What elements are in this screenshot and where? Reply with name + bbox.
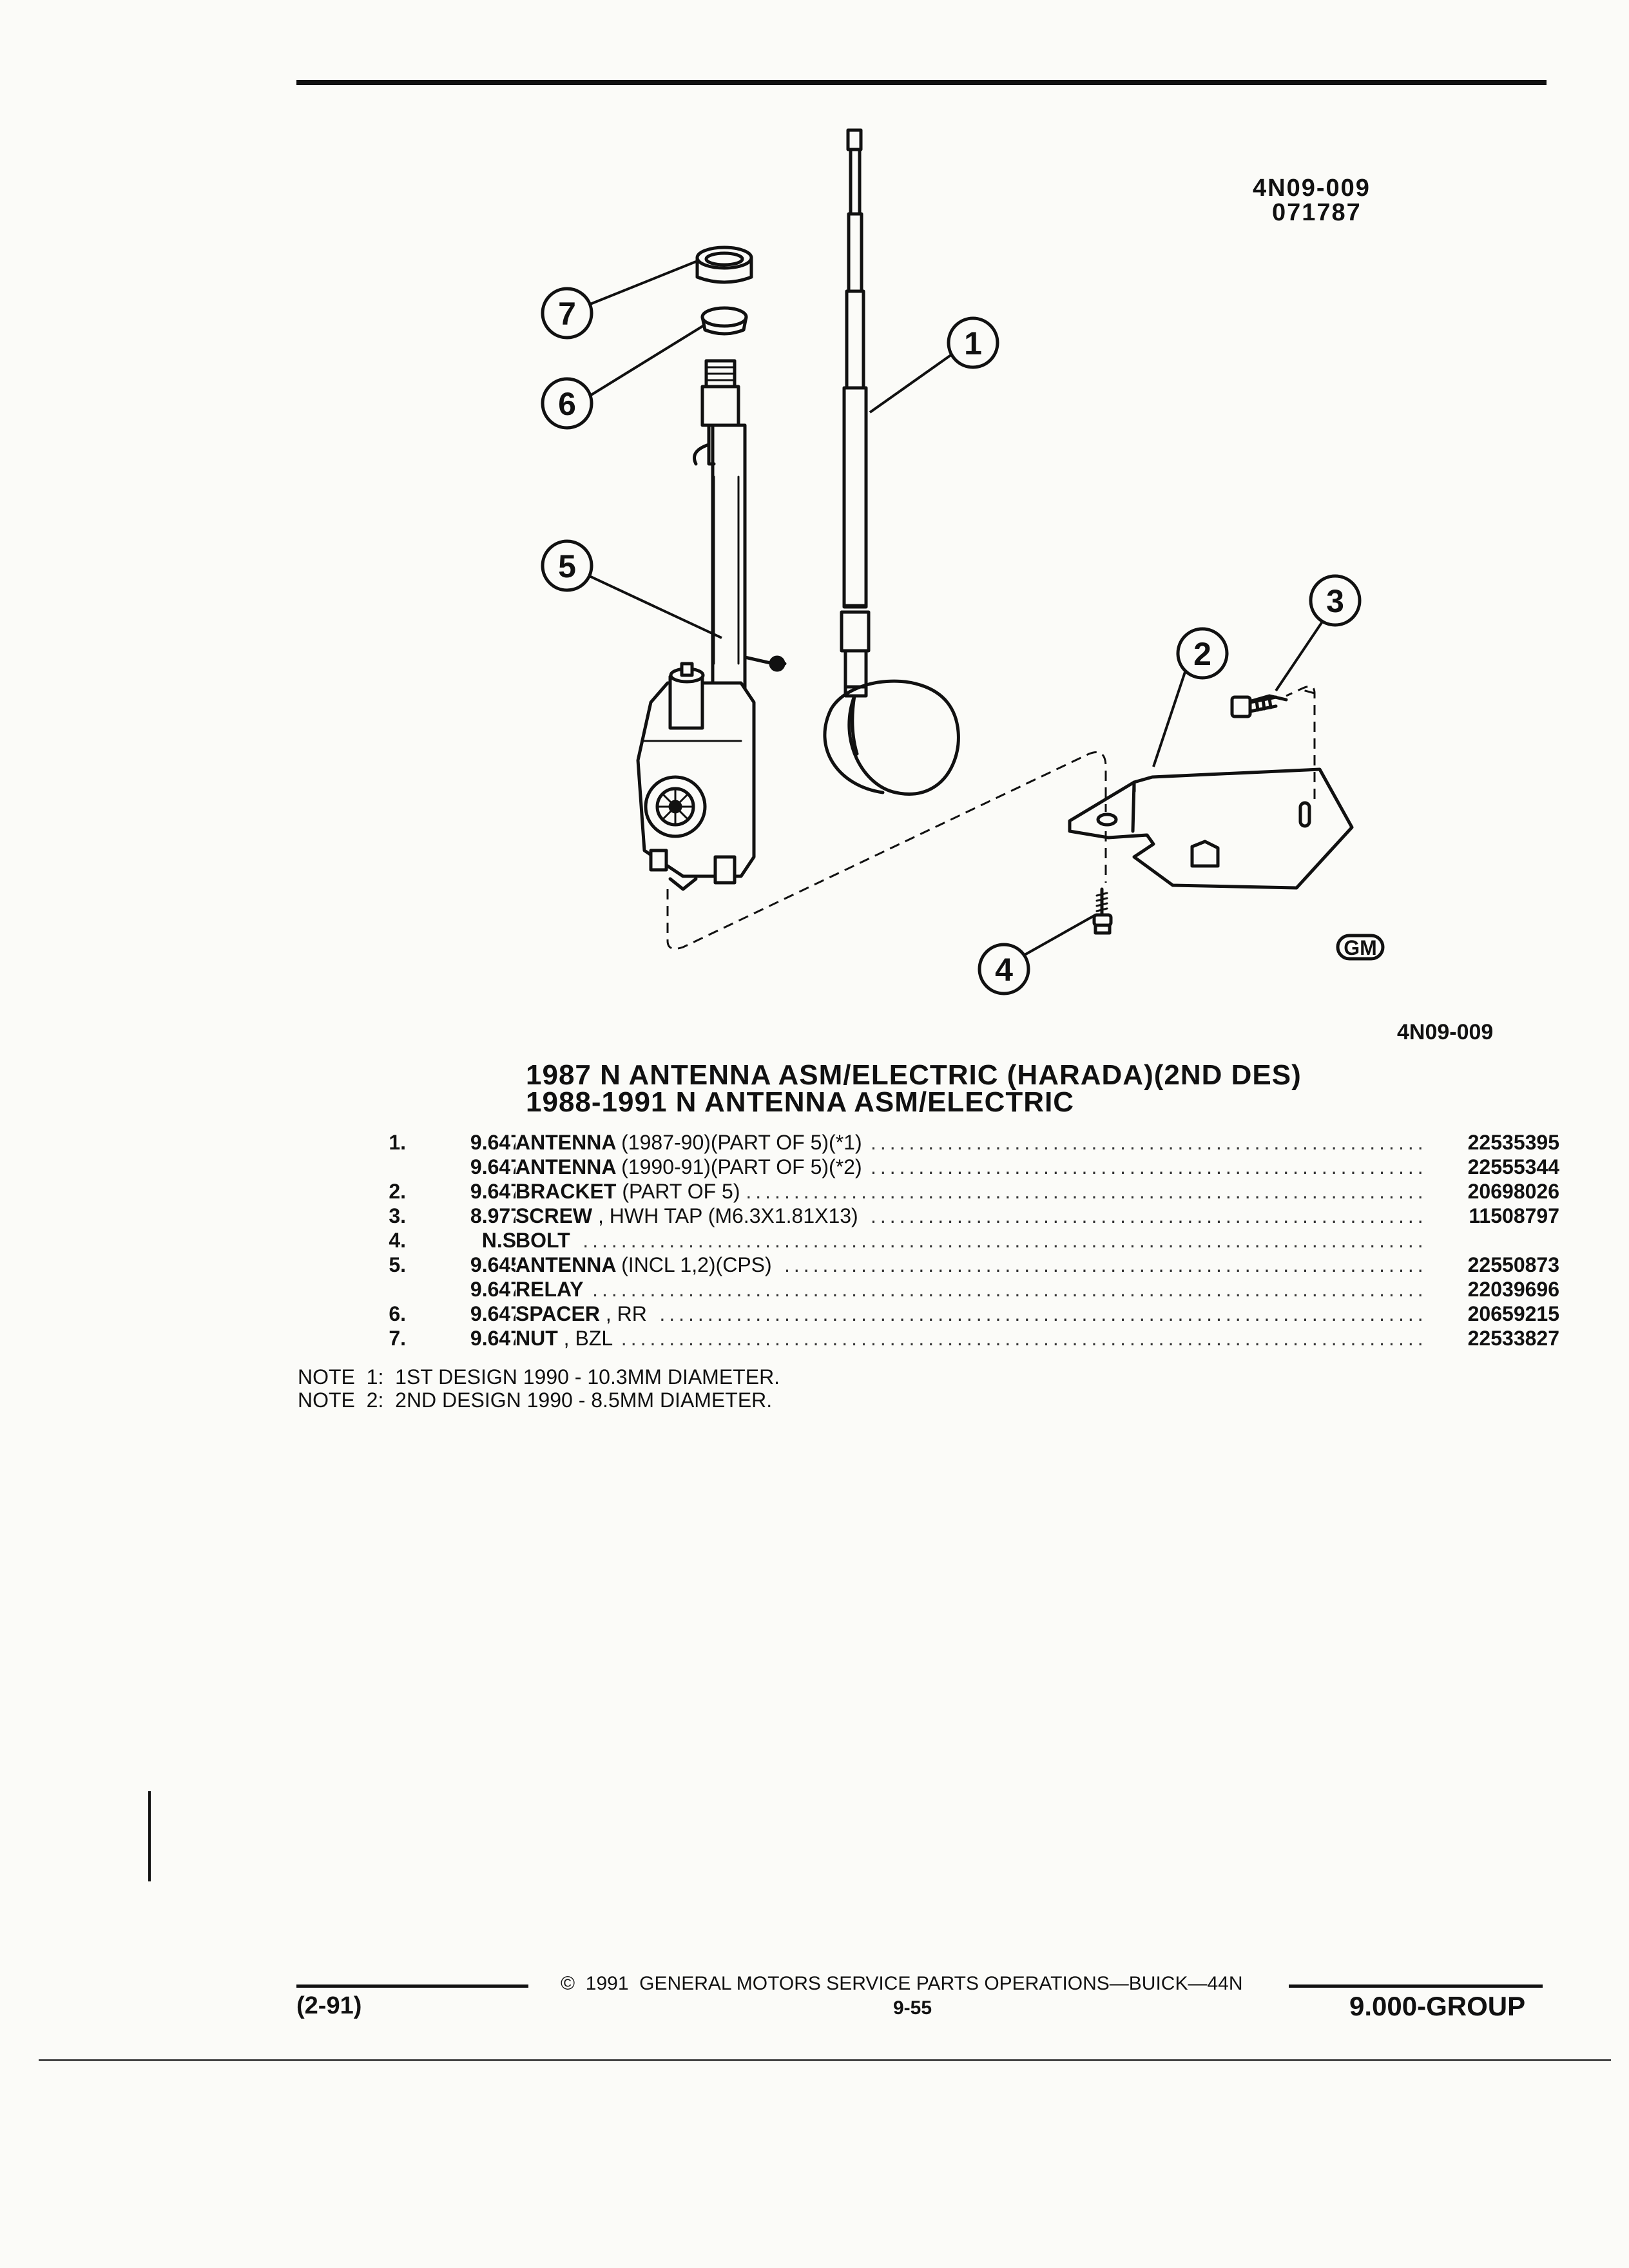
part-qualifier: , HWH TAP (M6.3X1.81X13) [598,1204,858,1227]
part-name: ANTENNA [516,1131,616,1154]
part-name: SPACER [516,1302,600,1325]
part-qualifier: , RR [605,1302,647,1325]
note-2: NOTE 2: 2ND DESIGN 1990 - 8.5MM DIAMETER… [298,1389,773,1412]
leader-dots: ........................................… [516,1327,1424,1350]
svg-text:GM: GM [1344,936,1377,959]
part-description: BRACKET (PART OF 5) [516,1179,748,1204]
part-description: ANTENNA (INCL 1,2)(CPS) [516,1253,780,1277]
bolt-part-4 [1092,887,1113,935]
part-name: NUT [516,1327,558,1350]
bracket-part-2 [1068,767,1354,890]
callout-7: 7 [558,296,576,332]
group-number: 9.647 [470,1327,522,1350]
leader-dots: ........................................… [516,1302,1424,1325]
part-qualifier: , BZL [563,1327,613,1350]
parts-row: 5.9.645.................................… [361,1253,1559,1277]
part-name: SCREW [516,1204,593,1227]
figure-id: 4N09-009 [1397,1020,1494,1044]
part-number: 22039696 [1424,1277,1559,1302]
parts-row: 7. 9.647.................................… [361,1326,1559,1350]
title-line-1: 1987 N ANTENNA ASM/ELECTRIC (HARADA)(2ND… [526,1059,1302,1091]
group-number: 9.647 [470,1278,522,1301]
margin-mark [148,1791,151,1881]
gm-logo-icon: GM [1336,934,1385,961]
parts-row: 3.8.977.................................… [361,1204,1559,1228]
antenna-motor-assembly-part-5 [636,359,787,891]
callout-1: 1 [964,325,982,361]
parts-row: 6. 9.647.................................… [361,1302,1559,1326]
footer-rule-left [296,1984,528,1988]
note-1: NOTE 1: 1ST DESIGN 1990 - 10.3MM DIAMETE… [298,1365,780,1389]
part-description: SCREW , HWH TAP (M6.3X1.81X13) [516,1204,866,1228]
callout-2: 2 [1193,636,1211,672]
part-description: NUT , BZL [516,1326,621,1350]
part-number: 22535395 [1424,1130,1559,1155]
part-qualifier: (PART OF 5) [622,1180,740,1203]
part-name: ANTENNA [516,1155,616,1178]
parts-list: 1.9.647.................................… [361,1130,1559,1350]
item-number: 6. [389,1302,406,1325]
part-qualifier: (1990-91)(PART OF 5)(*2) [621,1155,862,1178]
callout-3: 3 [1326,583,1344,619]
bezel-nut-part-7 [695,245,753,284]
spacer-part-6 [700,306,748,336]
leader-dots: ........................................… [516,1278,1424,1301]
part-number: 11508797 [1424,1204,1559,1228]
parts-row: 2.9.647.................................… [361,1179,1559,1204]
callout-6: 6 [558,386,576,422]
item-number: 7. [389,1327,406,1350]
part-description: ANTENNA (1990-91)(PART OF 5)(*2) [516,1155,870,1179]
callout-4: 4 [995,952,1013,988]
top-rule [296,80,1547,85]
part-number: 22533827 [1424,1326,1559,1350]
footer-copyright: © 1991 GENERAL MOTORS SERVICE PARTS OPER… [561,1973,1243,1994]
group-number: 9.647 [470,1302,522,1325]
part-name: ANTENNA [516,1253,616,1276]
footer-rule-right [1289,1984,1543,1988]
screw-part-3 [1230,694,1288,718]
part-number: 22550873 [1424,1253,1559,1277]
part-name: BRACKET [516,1180,617,1203]
parts-row: 9.647...................................… [361,1277,1559,1302]
parts-row: 1.9.647.................................… [361,1130,1559,1155]
drawing-ref-code: 4N09-009 [1253,175,1371,202]
parts-row: 9.647...................................… [361,1155,1559,1179]
footer-page-number: 9-55 [893,1997,932,2019]
part-description: BOLT [516,1228,578,1253]
part-number: 20659215 [1424,1302,1559,1326]
part-description: RELAY [516,1277,592,1302]
part-name: RELAY [516,1278,584,1301]
leader-dots: ........................................… [516,1229,1424,1252]
part-description: SPACER , RR [516,1302,655,1326]
bottom-rule [39,2059,1611,2061]
item-number: 5. [389,1253,406,1276]
group-number: 9.645 [470,1253,522,1276]
item-number: 2. [389,1180,406,1203]
parts-row: 4. N.S...................................… [361,1228,1559,1253]
group-number: 9.647 [470,1131,522,1154]
group-number: 8.977 [470,1204,522,1227]
title-line-2: 1988-1991 N ANTENNA ASM/ELECTRIC [526,1086,1075,1118]
item-number: 4. [389,1229,406,1252]
part-number: 20698026 [1424,1179,1559,1204]
footer-date-code: (2-91) [296,1992,362,2019]
part-name: BOLT [516,1229,570,1252]
drawing-ref-date: 071787 [1272,199,1362,226]
part-description: ANTENNA (1987-90)(PART OF 5)(*1) [516,1130,870,1155]
group-number: 9.647 [470,1180,522,1203]
part-number: 22555344 [1424,1155,1559,1179]
callout-5: 5 [558,548,576,584]
part-qualifier: (INCL 1,2)(CPS) [621,1253,772,1276]
part-qualifier: (1987-90)(PART OF 5)(*1) [621,1131,862,1154]
item-number: 1. [389,1131,406,1154]
footer-group: 9.000-GROUP [1349,1991,1526,2021]
antenna-mast-part-1 [823,128,960,796]
group-number: N.S. [481,1229,522,1252]
group-number: 9.647 [470,1155,522,1178]
antenna-exploded-diagram: 1 2 3 4 5 6 7 GM [541,128,1385,995]
item-number: 3. [389,1204,406,1227]
